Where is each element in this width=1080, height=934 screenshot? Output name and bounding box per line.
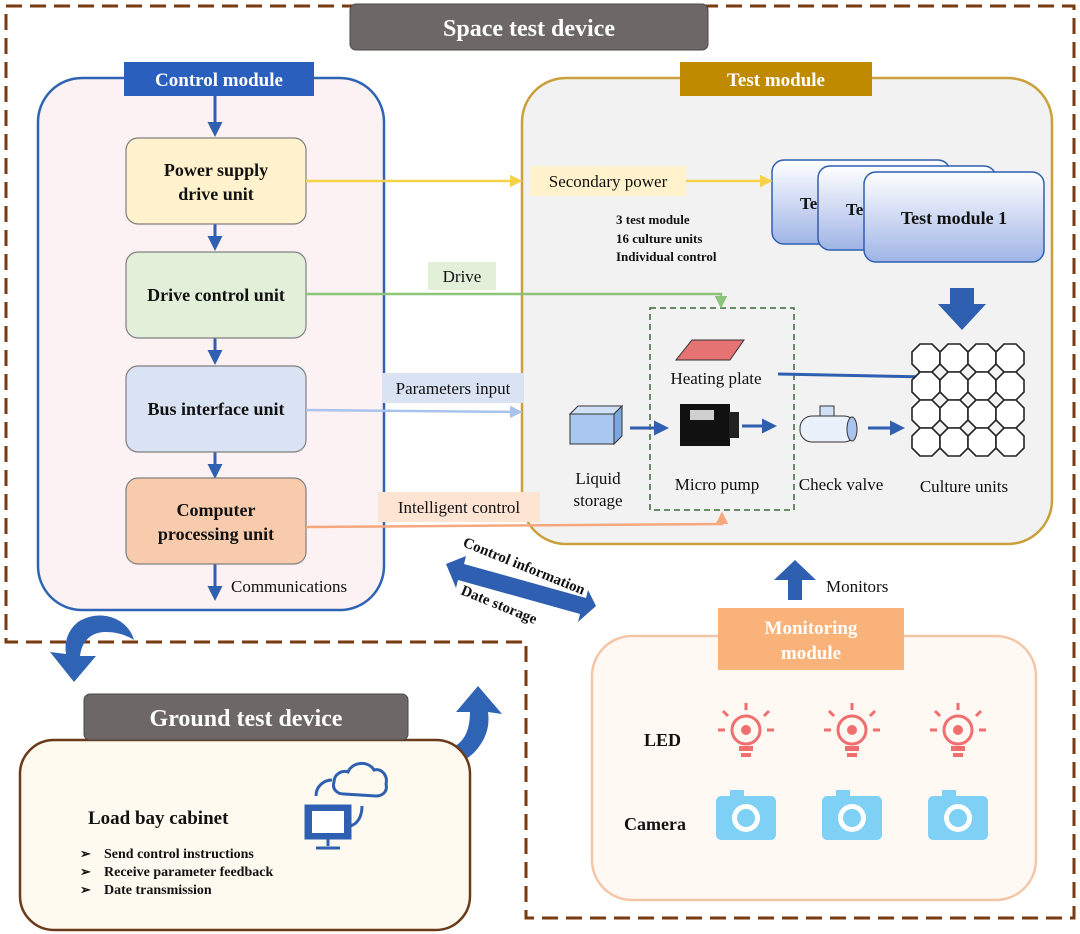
curved-arrow-up-icon	[406, 686, 502, 766]
svg-text:Power supply: Power supply	[164, 160, 268, 180]
computer-processing-unit: Computer processing unit	[125, 477, 307, 565]
culture-unit-cell	[939, 427, 969, 457]
svg-text:➢: ➢	[80, 882, 92, 897]
culture-unit-cell	[967, 371, 997, 401]
culture-unit-cell	[995, 371, 1025, 401]
culture-unit-cell	[911, 371, 941, 401]
load-bay-cabinet-label: Load bay cabinet	[88, 808, 229, 829]
monitoring-title-1: Monitoring	[765, 618, 858, 639]
test-module-title: Test module	[727, 70, 825, 91]
ground-item-3: Date transmission	[104, 883, 212, 898]
cloud-computer-icon	[304, 762, 388, 850]
lightbulb-icon	[824, 703, 880, 757]
communications-label: Communications	[231, 577, 347, 596]
svg-text:➢: ➢	[80, 846, 92, 861]
test-info-3: Individual control	[616, 249, 717, 264]
check-valve-label: Check valve	[799, 475, 884, 494]
bus-interface-unit: Bus interface unit	[125, 365, 307, 453]
monitoring-title-2: module	[781, 643, 841, 664]
svg-text:drive unit: drive unit	[178, 184, 254, 204]
culture-unit-cell	[911, 399, 941, 429]
monitoring-module: Monitoring module LED Camera	[590, 608, 1038, 902]
liquid-storage-icon	[568, 404, 624, 446]
culture-unit-cell	[967, 427, 997, 457]
ground-item-2: Receive parameter feedback	[104, 865, 273, 880]
camera-icon	[822, 790, 882, 840]
svg-text:Secondary power: Secondary power	[549, 172, 668, 191]
culture-unit-cell	[939, 371, 969, 401]
camera-icon	[928, 790, 988, 840]
space-device-boundary	[4, 4, 1076, 920]
test-info-2: 16 culture units	[616, 231, 702, 246]
intelligent-control-tag: Intelligent control	[378, 492, 540, 522]
heating-plate-label: Heating plate	[670, 369, 761, 388]
control-module-title: Control module	[155, 70, 283, 91]
down-arrow-icon	[938, 288, 986, 330]
svg-text:processing unit: processing unit	[158, 524, 274, 544]
control-module: Control module Power supply drive unit D…	[36, 62, 386, 612]
svg-text:Drive: Drive	[443, 267, 482, 286]
lightbulb-icon	[718, 703, 774, 757]
parameters-input-tag: Parameters input	[382, 373, 524, 403]
camera-icon	[716, 790, 776, 840]
up-arrow-icon	[774, 560, 816, 600]
svg-text:Parameters input: Parameters input	[396, 379, 511, 398]
svg-text:Test module 1: Test module 1	[901, 208, 1007, 228]
heating-plate-icon	[674, 339, 745, 361]
curved-arrow-down-icon	[50, 615, 134, 682]
space-title-badge: Space test device	[349, 3, 709, 51]
culture-unit-cell	[911, 343, 941, 373]
culture-unit-cell	[911, 427, 941, 457]
test-info-1: 3 test module	[616, 212, 690, 227]
lightbulb-icon	[930, 703, 986, 757]
monitors-label: Monitors	[826, 577, 888, 596]
camera-label: Camera	[624, 814, 686, 834]
double-arrow-icon	[446, 556, 596, 622]
svg-text:Bus interface unit: Bus interface unit	[148, 399, 285, 419]
secondary-power-tag: Secondary power	[530, 166, 686, 196]
svg-text:Computer: Computer	[177, 500, 256, 520]
culture-unit-cell	[967, 343, 997, 373]
culture-unit-cell	[967, 399, 997, 429]
test-module: Test module Te Te Test module 1 3 test m…	[520, 62, 1054, 546]
drive-tag: Drive	[428, 262, 496, 290]
power-supply-drive-unit: Power supply drive unit	[125, 137, 307, 225]
svg-text:➢: ➢	[80, 864, 92, 879]
svg-text:Drive control unit: Drive control unit	[147, 285, 285, 305]
svg-text:Intelligent control: Intelligent control	[398, 498, 521, 517]
liquid-storage-label-1: Liquid	[575, 469, 621, 488]
space-title: Space test device	[443, 16, 615, 42]
micro-pump-icon	[680, 404, 739, 446]
liquid-storage-label-2: storage	[573, 491, 622, 510]
culture-unit-cell	[939, 399, 969, 429]
test-module-cards: Te Te Test module 1	[771, 159, 1045, 263]
ground-test-device: Ground test device Load bay cabinet ➢ Se…	[18, 693, 472, 932]
ground-title: Ground test device	[150, 706, 343, 732]
ground-item-1: Send control instructions	[104, 847, 254, 862]
culture-units-label: Culture units	[920, 477, 1008, 496]
culture-unit-cell	[939, 343, 969, 373]
check-valve-icon	[799, 405, 858, 443]
micro-pump-label: Micro pump	[675, 475, 760, 494]
culture-units-grid	[911, 343, 1025, 457]
culture-unit-cell	[995, 427, 1025, 457]
svg-text:Te: Te	[846, 200, 864, 219]
culture-unit-cell	[995, 399, 1025, 429]
svg-text:Te: Te	[800, 194, 818, 213]
led-label: LED	[644, 730, 681, 750]
culture-unit-cell	[995, 343, 1025, 373]
drive-control-unit: Drive control unit	[125, 251, 307, 339]
